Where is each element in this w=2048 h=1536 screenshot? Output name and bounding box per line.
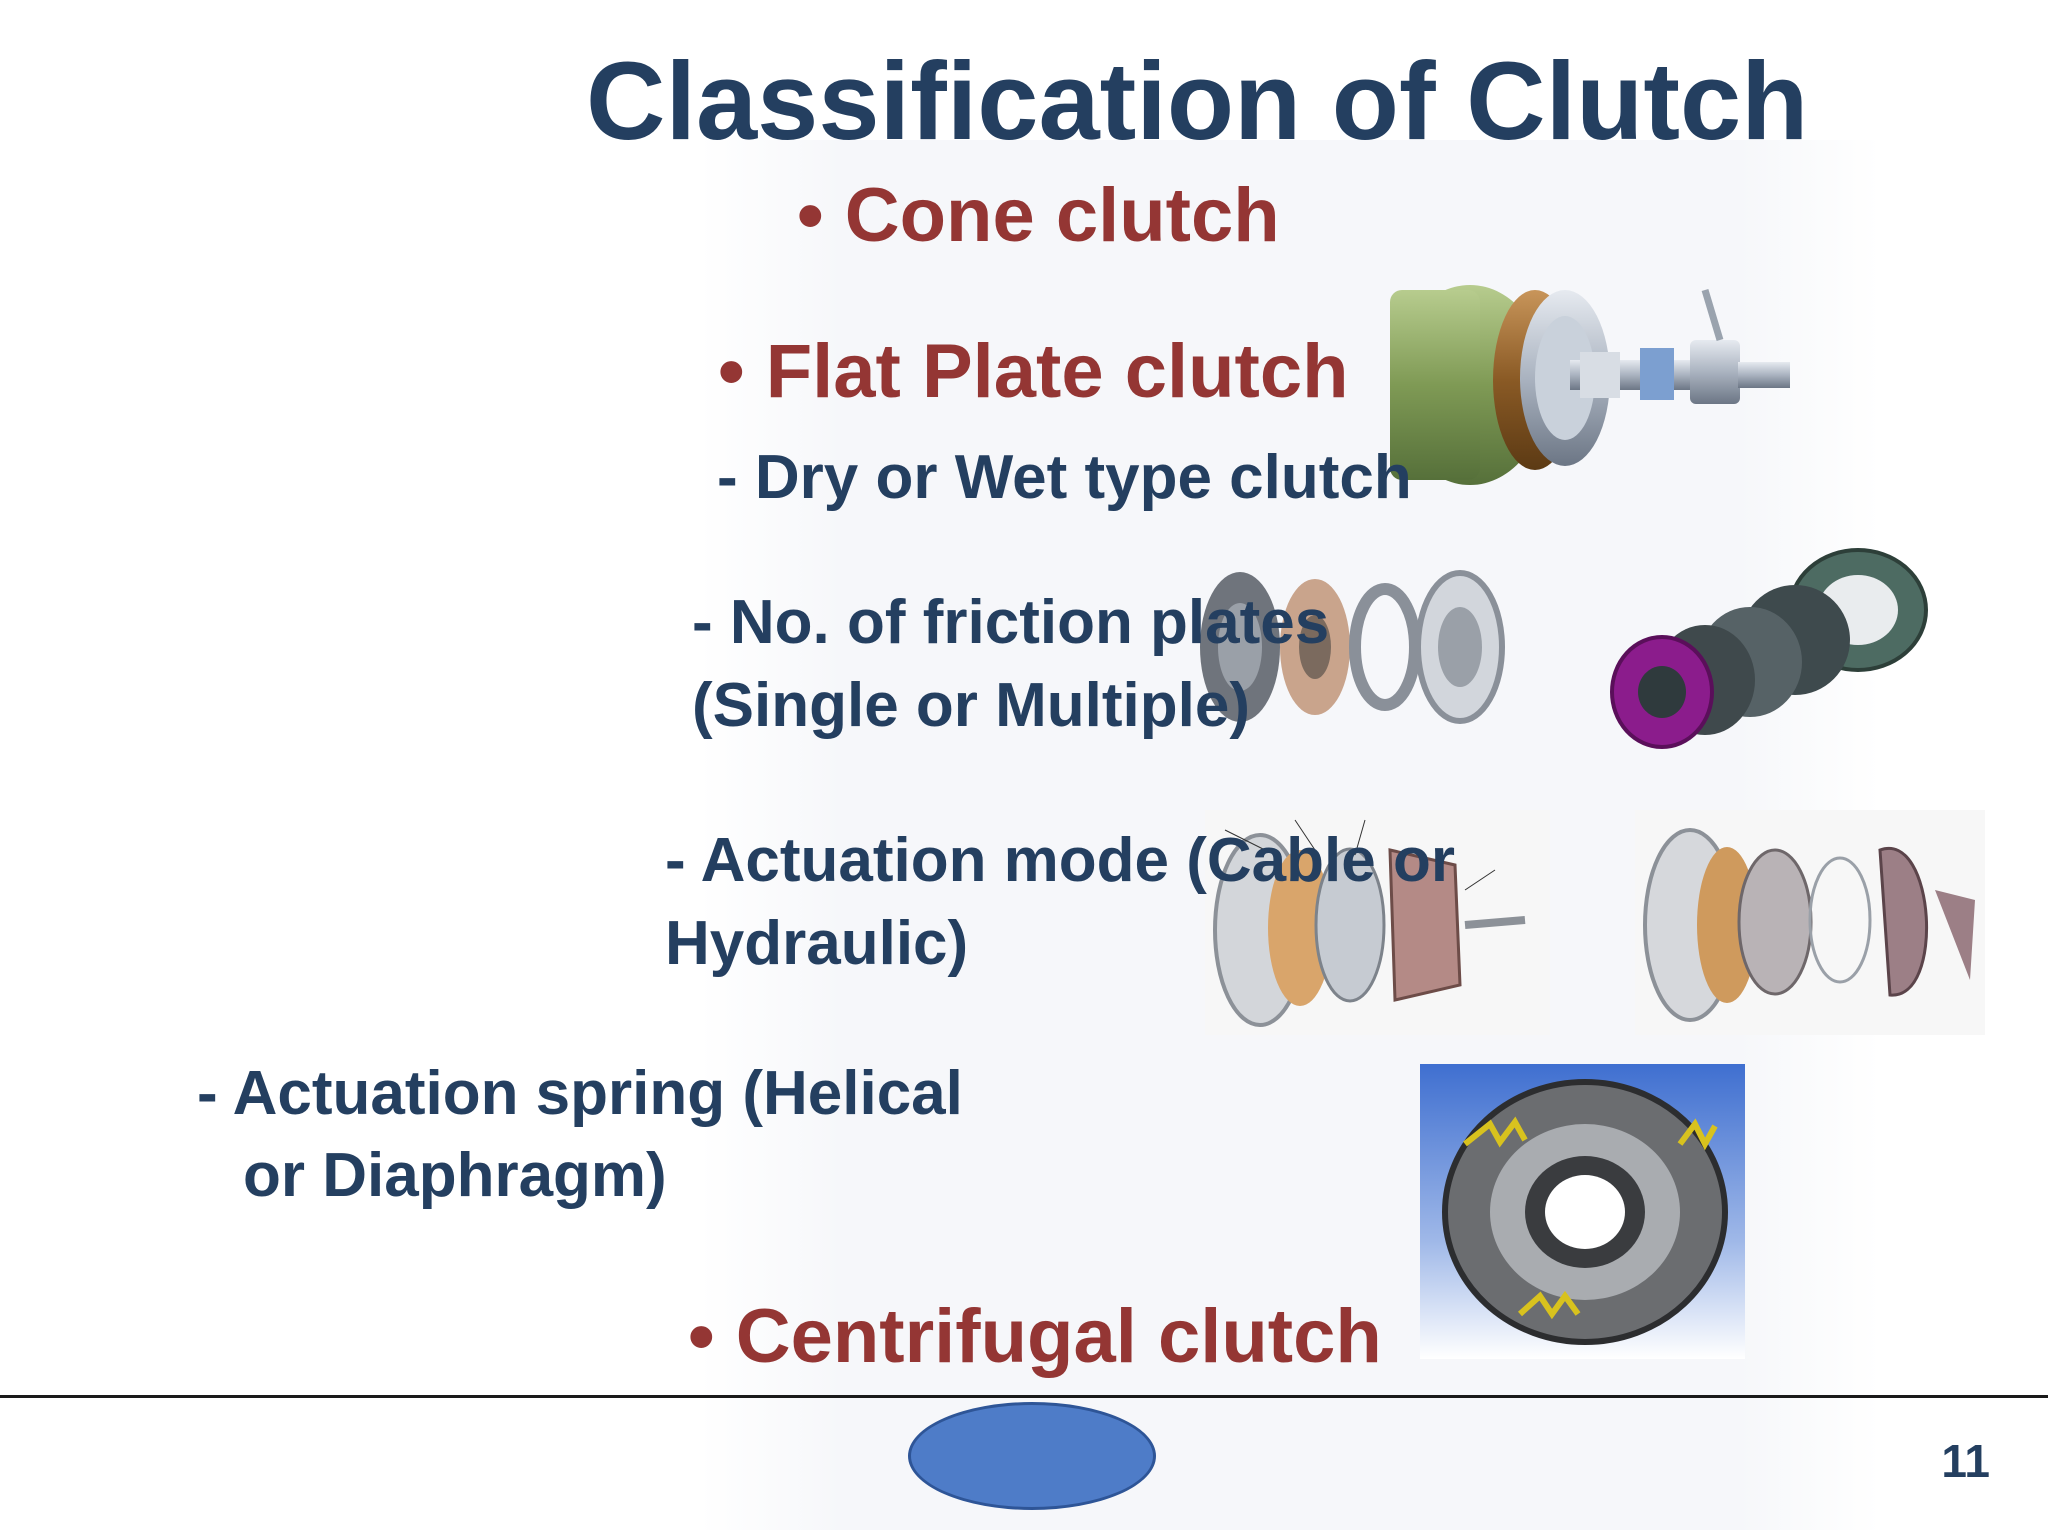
sub-item-friction-plates-line2: (Single or Multiple) bbox=[692, 671, 1250, 740]
sub-item-actuation-spring-line1: - Actuation spring (Helical bbox=[197, 1059, 963, 1128]
sub-item-dry-wet: - Dry or Wet type clutch bbox=[717, 443, 1412, 512]
multi-plate-clutch-exploded bbox=[1600, 540, 1930, 760]
footer-oval-shape bbox=[908, 1402, 1156, 1510]
bullet-cone-clutch: • Cone clutch bbox=[797, 173, 1280, 258]
bullet-flat-plate-clutch: • Flat Plate clutch bbox=[718, 329, 1349, 414]
page-number: 11 bbox=[1941, 1435, 1990, 1487]
clutch-assembly-diagram-right bbox=[1635, 810, 1985, 1035]
slide-title: Classification of Clutch bbox=[586, 40, 1809, 163]
sub-item-actuation-spring-line2: or Diaphragm) bbox=[243, 1141, 667, 1210]
bullet-centrifugal-clutch: • Centrifugal clutch bbox=[688, 1294, 1382, 1379]
flat-plate-clutch-exploded bbox=[1195, 565, 1545, 730]
sub-item-actuation-mode-line1: - Actuation mode (Cable or bbox=[665, 826, 1455, 895]
cone-clutch-illustration bbox=[1360, 280, 1800, 490]
sub-item-friction-plates-line1: - No. of friction plates bbox=[692, 588, 1330, 657]
sub-item-actuation-mode-line2: Hydraulic) bbox=[665, 909, 969, 978]
clutch-assembly-diagram-left bbox=[1205, 810, 1550, 1035]
centrifugal-clutch-photo bbox=[1420, 1064, 1745, 1359]
footer-divider bbox=[0, 1395, 2048, 1398]
